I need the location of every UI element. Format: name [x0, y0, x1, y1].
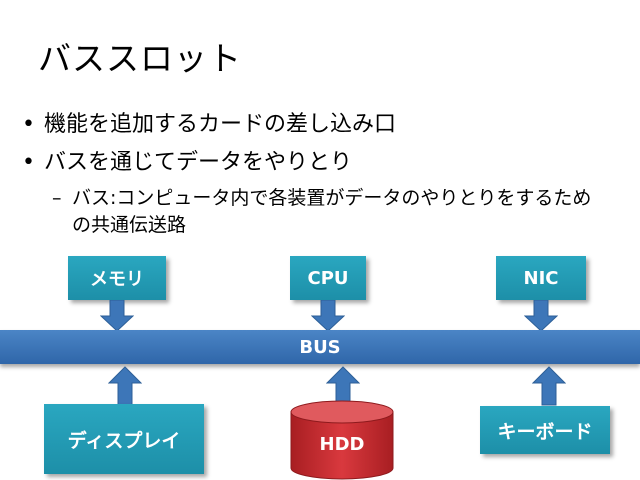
- bullet-list: • 機能を追加するカードの差し込み口 • バスを通じてデータをやりとり: [22, 106, 396, 182]
- bus-bar: BUS: [0, 330, 640, 364]
- hdd-cylinder-icon: [290, 400, 394, 480]
- sub-bullet-marker: –: [52, 187, 62, 209]
- bullet-marker: •: [22, 150, 35, 175]
- memory-box: メモリ: [68, 256, 166, 300]
- up-arrow-icon: [532, 366, 566, 406]
- bullet-item: • バスを通じてデータをやりとり: [22, 144, 396, 182]
- keyboard-box: キーボード: [480, 406, 610, 454]
- sub-bullet-text: バス:コンピュータ内で各装置がデータのやりとりをするための共通伝送路: [72, 187, 592, 236]
- hdd-label: HDD: [319, 433, 365, 455]
- down-arrow-icon: [524, 300, 558, 332]
- slide-title: バススロット: [38, 39, 242, 78]
- sub-bullet: – バス:コンピュータ内で各装置がデータのやりとりをするための共通伝送路: [52, 185, 594, 239]
- bullet-item: • 機能を追加するカードの差し込み口: [22, 106, 396, 144]
- down-arrow-icon: [311, 300, 345, 332]
- bullet-text: バスを通じてデータをやりとり: [44, 150, 353, 175]
- down-arrow-icon: [100, 300, 134, 332]
- nic-box: NIC: [496, 256, 586, 300]
- bullet-text: 機能を追加するカードの差し込み口: [44, 112, 397, 137]
- up-arrow-icon: [326, 366, 360, 404]
- cpu-box: CPU: [290, 256, 366, 300]
- display-box: ディスプレイ: [44, 404, 204, 474]
- up-arrow-icon: [108, 366, 142, 406]
- bullet-marker: •: [22, 112, 35, 137]
